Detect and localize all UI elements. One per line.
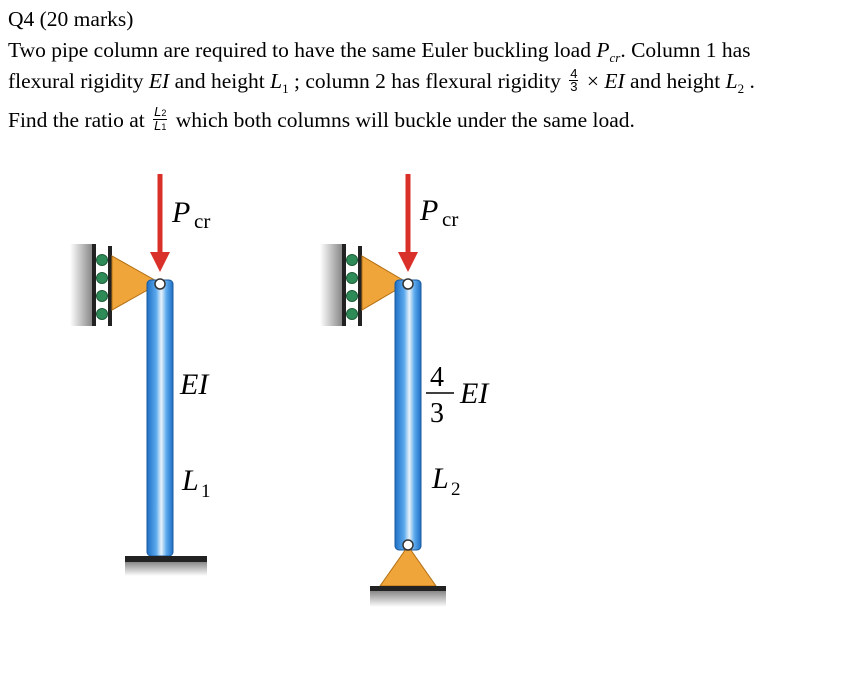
question-text: Q4 (20 marks) Two pipe column are requir… <box>8 4 853 136</box>
length-sub-2: 2 <box>451 479 461 500</box>
question-heading: Q4 (20 marks) <box>8 7 134 31</box>
length-sub-1: 1 <box>201 481 211 502</box>
rigidity-num-2: 4 <box>430 362 444 393</box>
load-label-1: P <box>171 196 190 229</box>
rigidity-label-1: EI <box>179 368 210 401</box>
ground-2 <box>370 586 446 591</box>
top-pin-1 <box>154 278 166 290</box>
load-label-2: P <box>419 194 438 227</box>
length-label-2: L <box>431 462 449 495</box>
top-pin-2 <box>402 278 414 290</box>
rigidity-label-2: EI <box>459 377 490 410</box>
wall-support-2 <box>320 244 342 326</box>
pin-bracket-1 <box>111 255 162 311</box>
wall-support-1 <box>70 244 92 326</box>
pipe-column-1 <box>146 279 174 557</box>
load-sub-2: cr <box>442 207 458 231</box>
question-line-1: Two pipe column are required to have the… <box>8 38 751 65</box>
fixed-base-1 <box>125 556 207 562</box>
question-line-2: flexural rigidity EI and height L1 ; col… <box>8 65 755 96</box>
pin-bracket-2 <box>361 255 409 311</box>
length-label-1: L <box>181 464 199 497</box>
pin-support-2 <box>379 545 437 587</box>
column-1: P cr EI L 1 <box>70 174 211 576</box>
roller-support-2 <box>346 246 362 326</box>
load-sub-1: cr <box>194 209 210 233</box>
pipe-column-2 <box>394 279 422 551</box>
roller-support-1 <box>96 246 112 326</box>
column-2: P cr 4 3 EI L 2 <box>320 174 490 607</box>
load-arrow-1 <box>150 174 170 272</box>
rigidity-den-2: 3 <box>430 398 444 429</box>
load-arrow-2 <box>398 174 418 272</box>
bottom-pin-2 <box>402 539 414 551</box>
